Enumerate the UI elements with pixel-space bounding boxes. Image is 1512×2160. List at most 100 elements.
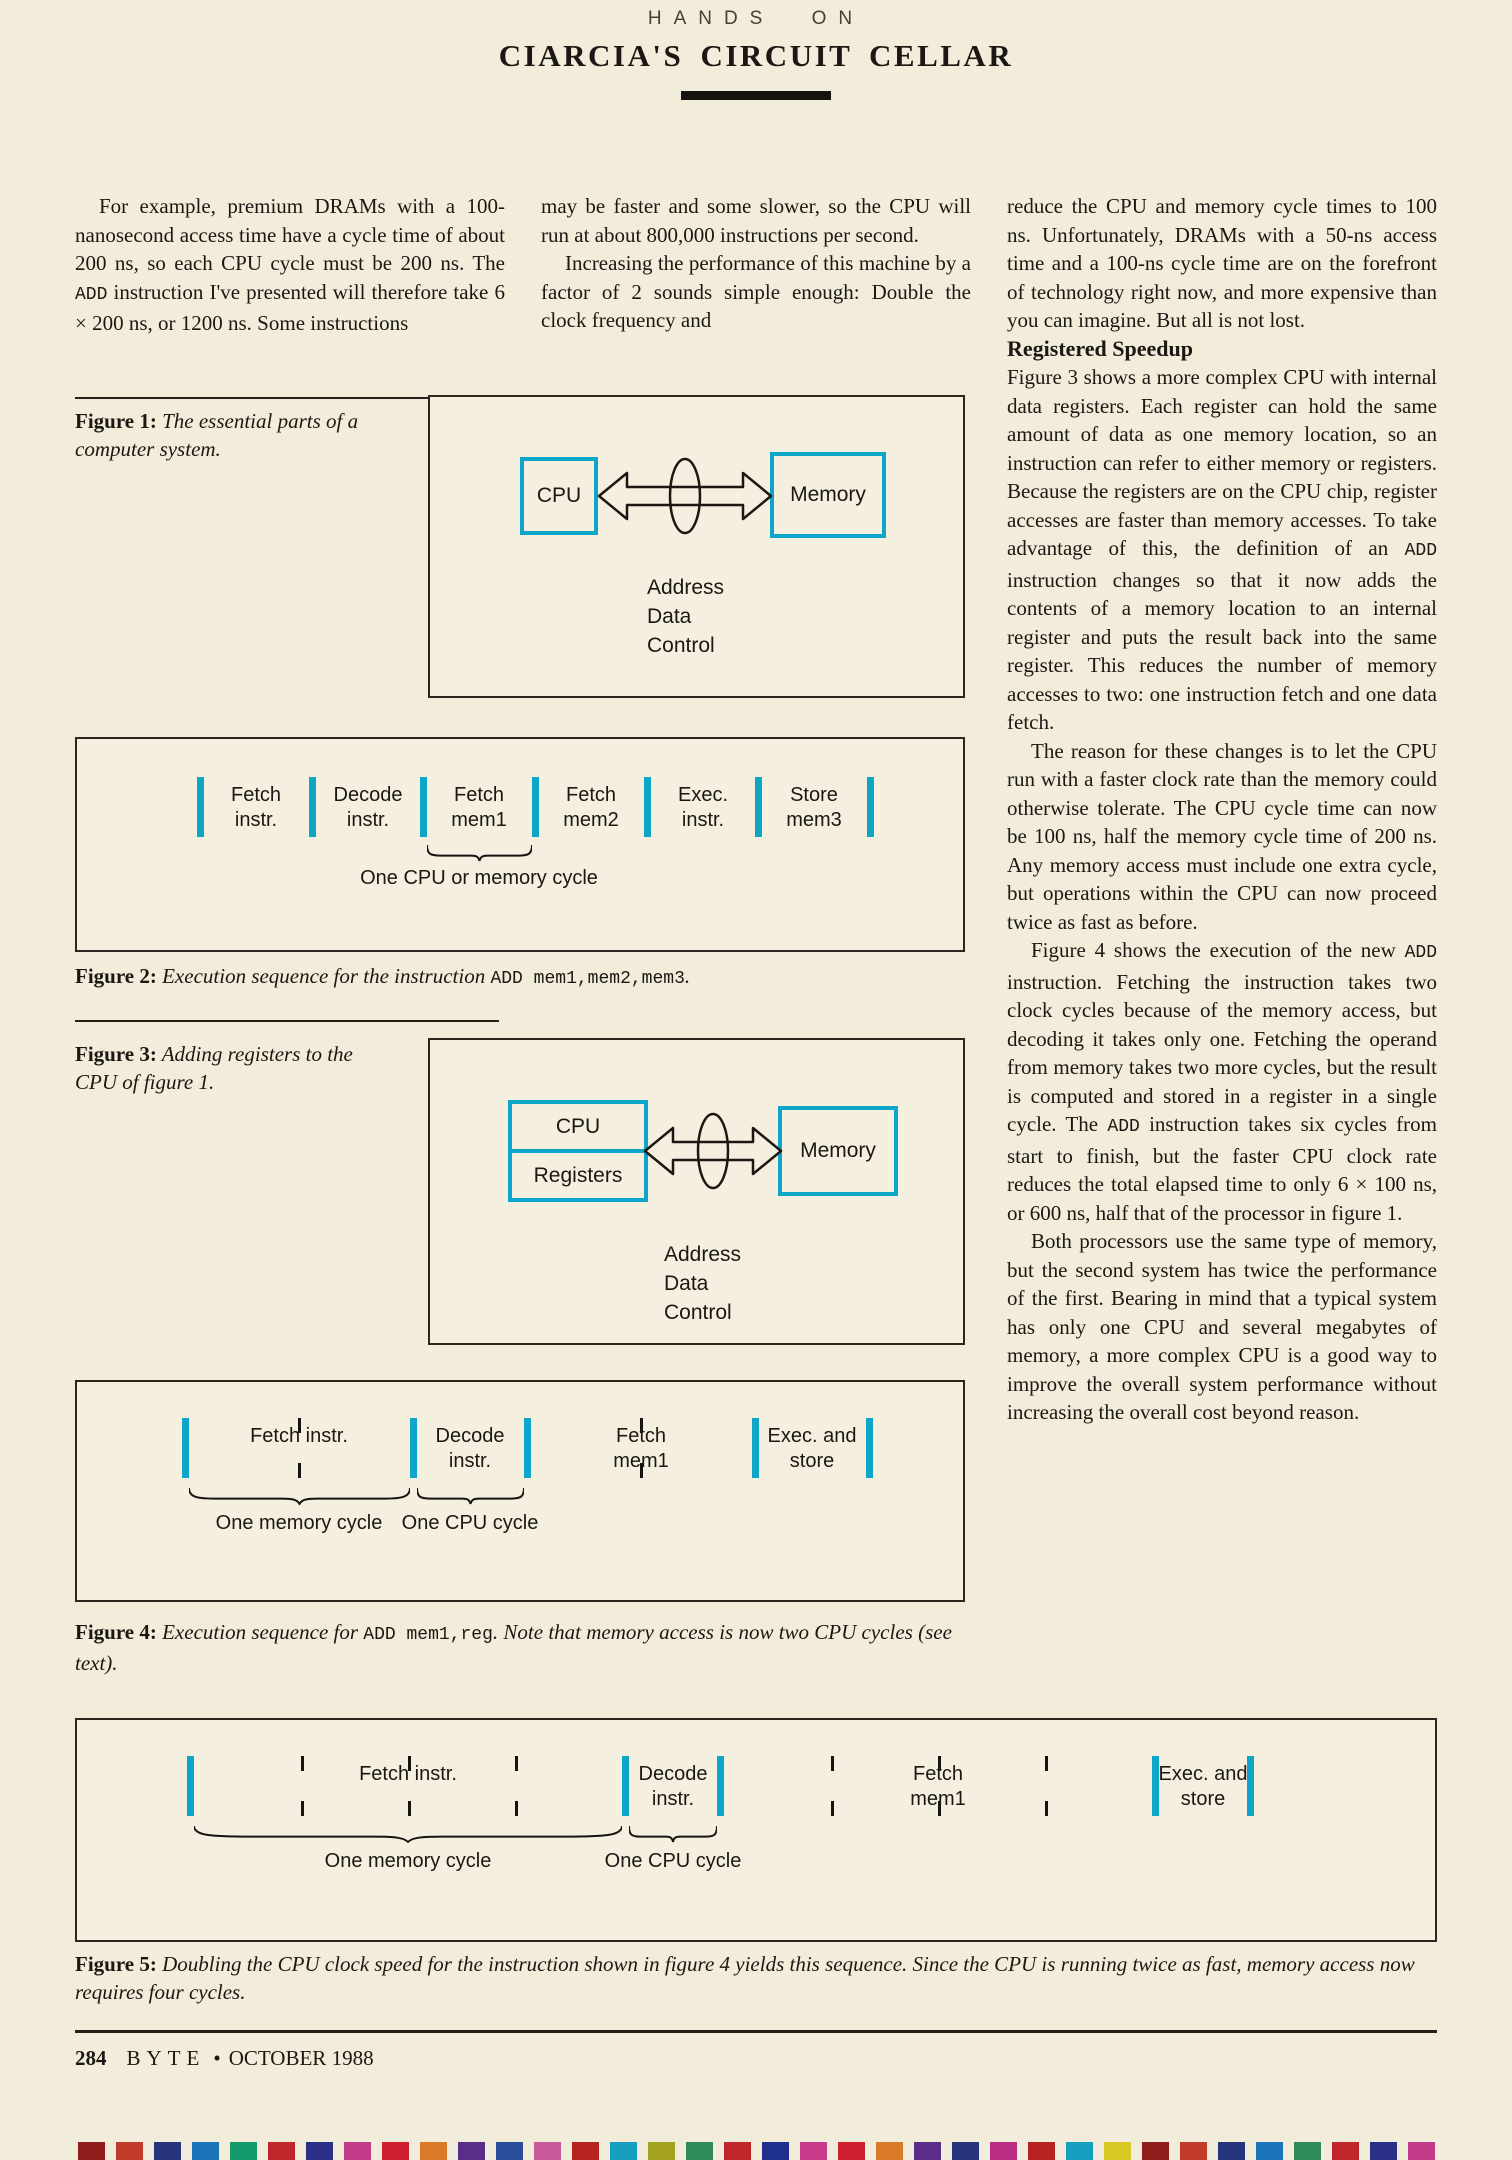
sub-cycle-tick xyxy=(1045,1801,1048,1816)
color-bar-segment xyxy=(648,2142,675,2160)
figure-label: Figure 1: xyxy=(75,409,157,433)
cycle-tick xyxy=(755,777,762,837)
brace xyxy=(194,1826,622,1843)
segment-label: Decode instr. xyxy=(333,784,403,831)
paragraph: Figure 3 shows a more complex CPU with i… xyxy=(1007,363,1437,737)
brace xyxy=(417,1488,524,1505)
cycle-tick xyxy=(644,777,651,837)
segment-label: Fetch mem2 xyxy=(563,784,619,831)
color-bar-segment xyxy=(1370,2142,1397,2160)
figure-caption-text: . xyxy=(684,964,691,988)
figure2-caption: Figure 2: Execution sequence for the ins… xyxy=(75,962,935,993)
section-heading: Registered Speedup xyxy=(1007,335,1193,361)
color-bar-segment xyxy=(154,2142,181,2160)
cycle-tick xyxy=(309,777,316,837)
cpu-box: CPU xyxy=(520,457,598,535)
segment-label: Store mem3 xyxy=(786,784,842,831)
bus-data-label: Data xyxy=(664,1272,709,1295)
paragraph: Increasing the performance of this machi… xyxy=(541,251,971,332)
bus-arrow-icon xyxy=(643,1112,783,1190)
cycle-tick xyxy=(622,1756,629,1816)
segment-label: Exec. instr. xyxy=(677,784,729,831)
cycle-tick xyxy=(1152,1756,1159,1816)
figure-label: Figure 2: xyxy=(75,964,157,988)
text-run: instruction takes six cycles from start … xyxy=(1007,1112,1437,1225)
color-bar-segment xyxy=(192,2142,219,2160)
issue-date: OCTOBER 1988 xyxy=(228,2046,374,2070)
color-bar xyxy=(78,2142,1468,2160)
bus-control-label: Control xyxy=(647,634,715,657)
figure4-diagram: Fetch instr. Decode instr. Fetch mem1 Ex… xyxy=(75,1380,965,1602)
code-run: ADD mem1,reg xyxy=(363,1625,493,1645)
text-run: Figure 3 shows a more complex CPU with i… xyxy=(1007,365,1437,560)
color-bar-segment xyxy=(990,2142,1017,2160)
color-bar-segment xyxy=(686,2142,713,2160)
paragraph: may be faster and some slower, so the CP… xyxy=(541,194,971,247)
segment-label: Fetch mem1 xyxy=(613,1425,669,1472)
color-bar-segment xyxy=(420,2142,447,2160)
figure3-diagram: CPU Registers Memory Address Data Contro… xyxy=(428,1038,965,1345)
cycle-tick xyxy=(717,1756,724,1816)
bus-signal-labels: Address Data Control xyxy=(647,573,724,660)
cycle-tick xyxy=(532,777,539,837)
color-bar-segment xyxy=(496,2142,523,2160)
sub-cycle-tick xyxy=(515,1756,518,1771)
figure-label: Figure 5: xyxy=(75,1952,157,1976)
cycle-tick xyxy=(182,1418,189,1478)
title-rule xyxy=(681,91,831,100)
color-bar-segment xyxy=(952,2142,979,2160)
brace-label: One CPU cycle xyxy=(604,1850,742,1872)
memory-box: Memory xyxy=(778,1106,898,1196)
figure2-diagram: Fetch instr. Decode instr. Fetch mem1 Fe… xyxy=(75,737,965,952)
sub-cycle-tick xyxy=(515,1801,518,1816)
cycle-tick xyxy=(752,1418,759,1478)
figure1-caption: Figure 1: The essential parts of a compu… xyxy=(75,407,385,463)
figure-caption-text: Execution sequence for the instruction xyxy=(156,964,491,988)
text-run: instruction. Fetching the instruction ta… xyxy=(1007,969,1437,1137)
color-bar-segment xyxy=(1294,2142,1321,2160)
segment-label: Fetch instr. xyxy=(359,1763,457,1785)
color-bar-segment xyxy=(572,2142,599,2160)
memory-label: Memory xyxy=(790,483,866,506)
bus-address-label: Address xyxy=(647,576,725,599)
cpu-label: CPU xyxy=(555,1114,601,1138)
page-title: CIARCIA'S CIRCUIT CELLAR xyxy=(498,38,1014,73)
segment-label: Fetch instr. xyxy=(250,1425,348,1447)
text-run: instruction changes so that it now adds … xyxy=(1007,567,1437,735)
cycle-tick xyxy=(867,777,874,837)
cycle-tick xyxy=(187,1756,194,1816)
segment-label: Fetch mem1 xyxy=(910,1763,966,1810)
figure1-diagram: CPU Memory Address Data Control xyxy=(428,395,965,698)
cycle-tick xyxy=(866,1418,873,1478)
figure-caption-text: Doubling the CPU clock speed for the ins… xyxy=(75,1952,1415,2004)
rule xyxy=(75,1020,499,1022)
sub-cycle-tick xyxy=(408,1756,411,1771)
sub-cycle-tick xyxy=(408,1801,411,1816)
color-bar-segment xyxy=(1066,2142,1093,2160)
color-bar-segment xyxy=(116,2142,143,2160)
paragraph: The reason for these changes is to let t… xyxy=(1007,738,1437,934)
segment-label: Exec. and store xyxy=(767,1425,857,1472)
sub-cycle-tick xyxy=(831,1756,834,1771)
color-bar-segment xyxy=(78,2142,105,2160)
color-bar-segment xyxy=(914,2142,941,2160)
segment-label: Fetch mem1 xyxy=(451,784,507,831)
figure-caption-text: Execution sequence for xyxy=(156,1620,364,1644)
figure-label: Figure 4: xyxy=(75,1620,157,1644)
sub-cycle-tick xyxy=(298,1418,301,1433)
color-bar-segment xyxy=(610,2142,637,2160)
color-bar-segment xyxy=(382,2142,409,2160)
color-bar-segment xyxy=(1028,2142,1055,2160)
brace xyxy=(629,1826,717,1843)
paragraph: reduce the CPU and memory cycle times to… xyxy=(1007,194,1437,332)
segment-label: Fetch instr. xyxy=(230,784,282,831)
cycle-tick xyxy=(197,777,204,837)
sub-cycle-tick xyxy=(301,1756,304,1771)
text-column-1: For example, premium DRAMs with a 100-na… xyxy=(75,192,505,338)
section-kicker: HANDS ON xyxy=(647,8,865,29)
cpu-registers-divider xyxy=(512,1149,644,1153)
code-run: ADD xyxy=(1404,943,1437,963)
color-bar-segment xyxy=(1142,2142,1169,2160)
